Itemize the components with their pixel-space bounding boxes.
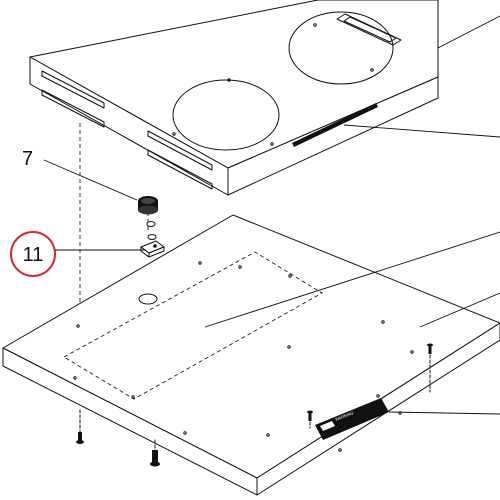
- fan-hole-icon: [172, 79, 280, 151]
- fan-hole-icon: [288, 11, 394, 85]
- callout-7: 7: [22, 148, 138, 201]
- handle-slot: [336, 13, 402, 46]
- callout-7-number: 7: [22, 148, 33, 170]
- screw-icon: [150, 439, 160, 467]
- screw-icon: [76, 409, 84, 444]
- cap-icon: [138, 196, 158, 215]
- leader-lines-plate: [204, 231, 500, 415]
- housing-label: [292, 103, 378, 147]
- base-plate: [2, 214, 500, 496]
- bracket-icon: [140, 221, 165, 258]
- callout-11: 11: [10, 231, 146, 277]
- vent-slots-left: [41, 70, 213, 190]
- warning-label-icon: WARNING: [315, 398, 389, 440]
- callout-11-highlight-ring: [10, 231, 56, 277]
- screw-icon: [427, 343, 433, 393]
- warning-label-text: WARNING: [335, 410, 355, 422]
- leader-lines-housing: [343, 15, 500, 138]
- screw-icon: [307, 410, 313, 429]
- top-housing: [29, 0, 439, 196]
- callout-11-number: 11: [23, 244, 44, 266]
